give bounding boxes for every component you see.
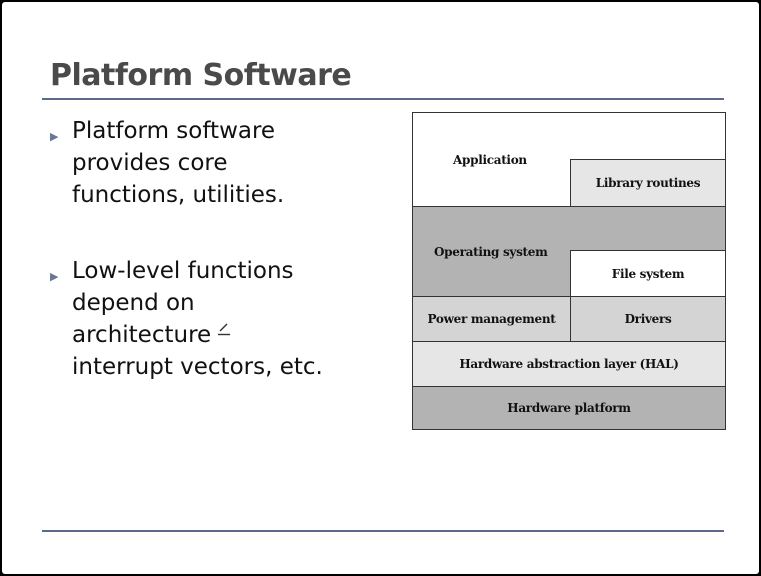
bullet-text-line: Platform software xyxy=(72,118,276,144)
bullet-text-line-with-pen: architecture xyxy=(72,319,370,351)
drivers-block: Drivers xyxy=(570,296,725,341)
pen-icon xyxy=(218,323,231,336)
power-management-block: Power management xyxy=(413,296,570,341)
slide-title: Platform Software xyxy=(50,58,352,93)
library-routines-block: Library routines xyxy=(570,159,725,206)
footer-divider xyxy=(42,530,724,532)
bullet-list: ▶ Platform software provides core functi… xyxy=(50,115,370,383)
drivers-label: Drivers xyxy=(624,312,672,326)
bullet-text-line: Low-level functions xyxy=(72,258,294,284)
bullet-text-line: interrupt vectors, etc. xyxy=(72,354,323,380)
bullet-text-line: functions, utilities. xyxy=(72,182,285,208)
bullet-item: ▶ Low-level functions depend on architec… xyxy=(50,255,370,383)
bullet-text: architecture xyxy=(72,322,212,348)
hardware-platform-label: Hardware platform xyxy=(507,401,631,415)
triangle-bullet-icon: ▶ xyxy=(50,270,59,283)
bullet-item: ▶ Platform software provides core functi… xyxy=(50,115,370,211)
hal-label: Hardware abstraction layer (HAL) xyxy=(459,357,679,371)
power-management-label: Power management xyxy=(427,312,556,326)
triangle-bullet-icon: ▶ xyxy=(50,130,59,143)
bullet-text-line: provides core xyxy=(72,150,228,176)
library-routines-label: Library routines xyxy=(595,176,701,190)
operating-system-label: Operating system xyxy=(434,245,548,259)
title-divider xyxy=(42,98,724,100)
application-label: Application xyxy=(453,153,527,167)
file-system-block: File system xyxy=(570,250,725,296)
hal-block: Hardware abstraction layer (HAL) xyxy=(413,341,725,386)
file-system-label: File system xyxy=(611,266,685,281)
hardware-platform-block: Hardware platform xyxy=(413,386,725,429)
platform-layer-diagram: Application Library routines Operating s… xyxy=(412,112,726,430)
bullet-text-line: depend on xyxy=(72,290,195,316)
